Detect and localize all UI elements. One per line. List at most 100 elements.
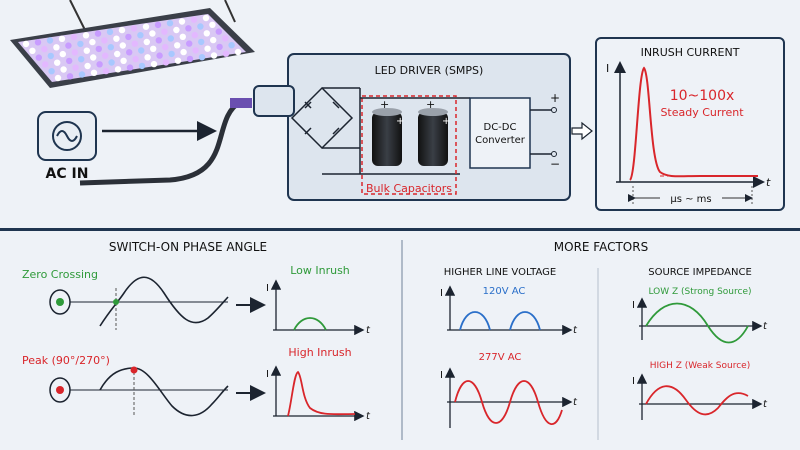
high-inrush-curve bbox=[287, 370, 356, 417]
led-dot bbox=[180, 48, 187, 56]
high-axis-t: t bbox=[366, 411, 371, 422]
led-dot bbox=[178, 18, 186, 25]
low-inrush-label: Low Inrush bbox=[290, 264, 350, 277]
v120-axis-t: t bbox=[573, 325, 578, 336]
capacitor-plus: + bbox=[380, 98, 389, 111]
led-dot bbox=[107, 44, 115, 51]
led-dot bbox=[54, 59, 61, 66]
bridge-rectifier bbox=[290, 86, 460, 175]
bottom-panel-background bbox=[0, 231, 800, 450]
led-dot bbox=[70, 33, 78, 41]
led-dot bbox=[144, 54, 151, 61]
led-dot bbox=[142, 23, 150, 30]
lowz-label: LOW Z (Strong Source) bbox=[648, 287, 751, 297]
led-dot bbox=[96, 61, 103, 68]
phase-angle-section: SWITCH-ON PHASE ANGLE Zero Crossing Peak… bbox=[22, 240, 371, 422]
ac-sine-icon bbox=[52, 121, 82, 151]
more-factors-title: MORE FACTORS bbox=[554, 240, 648, 254]
v277-axis-t: t bbox=[573, 397, 578, 408]
led-dot bbox=[120, 57, 127, 64]
led-dot bbox=[95, 45, 103, 53]
highz-label: HIGH Z (Weak Source) bbox=[650, 361, 750, 371]
led-dot bbox=[78, 56, 85, 63]
capacitor-2: + + bbox=[418, 98, 450, 166]
output-minus: − bbox=[550, 157, 560, 171]
led-dot bbox=[113, 35, 120, 42]
led-dot bbox=[198, 38, 205, 46]
zero-crossing-dot bbox=[56, 298, 64, 306]
v120-label: 120V AC bbox=[483, 286, 526, 297]
led-dot bbox=[82, 32, 90, 39]
led-dot bbox=[166, 20, 174, 27]
peak-sine-wave bbox=[99, 367, 229, 417]
capacitor-plus-mark: + bbox=[396, 116, 404, 127]
zero-sine-wave bbox=[99, 276, 229, 327]
lowz-axis-t: t bbox=[763, 321, 768, 332]
led-dot bbox=[197, 23, 204, 30]
led-dot bbox=[125, 33, 132, 41]
led-dot bbox=[126, 49, 133, 56]
led-dot bbox=[150, 60, 158, 68]
v277-wave bbox=[454, 380, 563, 425]
led-dot bbox=[138, 47, 145, 54]
inrush-current-panel: INRUSH CURRENT I t 10~100x Steady Curren… bbox=[595, 37, 785, 211]
zero-crossing-label: Zero Crossing bbox=[22, 268, 98, 281]
phase-title: SWITCH-ON PHASE ANGLE bbox=[109, 240, 267, 254]
inrush-axis-t: t bbox=[766, 176, 771, 189]
led-dot bbox=[222, 50, 230, 57]
led-dot bbox=[47, 52, 54, 60]
led-dot bbox=[179, 33, 186, 40]
inrush-ratio: 10~100x bbox=[670, 88, 735, 104]
led-dot bbox=[66, 57, 73, 65]
inrush-axis-i: I bbox=[606, 62, 609, 75]
led-dot bbox=[131, 40, 138, 47]
highz-axis-t: t bbox=[763, 399, 768, 410]
power-cable bbox=[79, 99, 242, 186]
led-dot bbox=[215, 28, 222, 35]
led-dot bbox=[150, 45, 157, 52]
cable-connector bbox=[230, 98, 252, 108]
led-dot bbox=[149, 30, 156, 37]
led-dot bbox=[60, 66, 67, 73]
peak-dot bbox=[56, 386, 64, 394]
inrush-box bbox=[595, 37, 785, 211]
low-inrush-curve bbox=[293, 317, 327, 331]
led-dot bbox=[46, 37, 54, 44]
led-dot bbox=[54, 74, 62, 82]
led-dot bbox=[114, 66, 122, 73]
lowz-axis-i: I bbox=[632, 300, 635, 311]
led-dot bbox=[162, 59, 170, 66]
highz-wave bbox=[645, 385, 749, 416]
led-dot bbox=[190, 16, 198, 23]
led-dot bbox=[101, 37, 108, 44]
led-dot bbox=[156, 52, 163, 59]
led-dot bbox=[77, 40, 84, 48]
led-dot bbox=[203, 30, 210, 37]
section-divider bbox=[0, 228, 800, 231]
led-dot bbox=[58, 35, 66, 42]
led-dot bbox=[209, 21, 216, 28]
impedance-title: SOURCE IMPEDANCE bbox=[648, 267, 752, 278]
led-dot bbox=[222, 35, 229, 42]
led-dot bbox=[173, 26, 180, 34]
v277-axis-i: I bbox=[440, 370, 443, 381]
led-dot bbox=[132, 55, 139, 63]
dcdc-label-line1: DC-DC bbox=[484, 122, 517, 133]
led-dot bbox=[130, 25, 138, 32]
inrush-time-span: μs ~ ms bbox=[670, 194, 711, 205]
led-dot bbox=[84, 62, 91, 70]
led-dot bbox=[29, 47, 36, 54]
led-dot bbox=[102, 52, 109, 59]
led-dot bbox=[228, 42, 235, 49]
led-dot bbox=[48, 68, 55, 75]
output-plus: + bbox=[550, 91, 560, 105]
led-dot bbox=[174, 57, 182, 64]
led-dot bbox=[168, 50, 175, 58]
led-dot bbox=[191, 31, 198, 39]
led-driver: LED DRIVER (SMPS) + + + + Bulk Capac bbox=[253, 53, 571, 201]
highz-axis-i: I bbox=[632, 376, 635, 387]
led-dot bbox=[71, 49, 79, 56]
led-dot bbox=[22, 40, 30, 48]
dcdc-label-line2: Converter bbox=[475, 135, 526, 146]
